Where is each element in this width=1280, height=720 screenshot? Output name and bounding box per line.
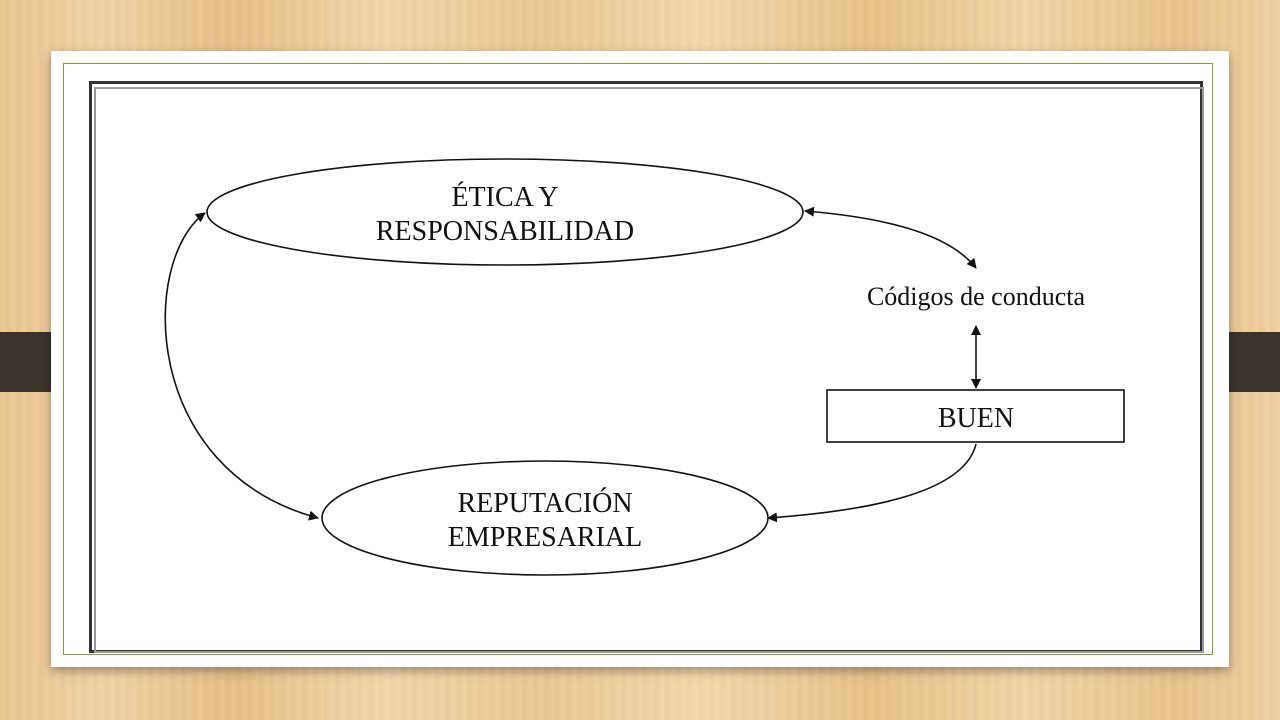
edge-etica-codigos <box>804 206 977 269</box>
node-etica-line-1: ÉTICA Y <box>451 182 558 213</box>
node-reputacion-line-1: REPUTACIÓN <box>457 488 632 519</box>
node-etica: ÉTICA Y RESPONSABILIDAD <box>206 158 804 266</box>
edge-etica-reputacion <box>164 212 319 521</box>
node-reputacion-shape <box>321 460 769 576</box>
figure-frame-inner <box>94 87 1204 653</box>
node-buen-shape <box>826 389 1125 443</box>
node-reputacion: REPUTACIÓN EMPRESARIAL <box>321 460 769 576</box>
node-codigos-label: Códigos de conducta <box>867 282 1086 311</box>
node-reputacion-line-2: EMPRESARIAL <box>448 522 642 553</box>
edge-buen-reputacion <box>767 443 977 523</box>
slide-border <box>63 63 1213 655</box>
node-etica-line-2: RESPONSABILIDAD <box>376 216 634 247</box>
node-buen: BUEN <box>826 389 1125 443</box>
node-etica-shape <box>206 158 804 266</box>
node-buen-label: BUEN <box>938 403 1014 434</box>
